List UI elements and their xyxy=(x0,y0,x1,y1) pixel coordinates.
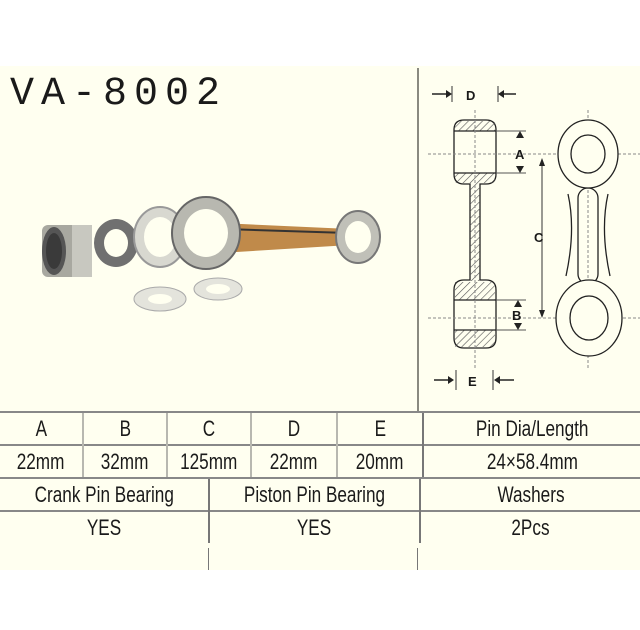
label-e: E xyxy=(468,374,477,389)
header-e: E xyxy=(336,411,423,445)
value-a: 22mm xyxy=(0,444,83,477)
header-b: B xyxy=(82,411,167,445)
part-number-title: VA-8002 xyxy=(10,72,228,117)
value-d: 22mm xyxy=(250,444,337,477)
header-d: D xyxy=(250,411,337,445)
header-piston-pin-bearing: Piston Pin Bearing xyxy=(208,477,420,511)
rod-front-profile xyxy=(555,119,623,357)
washers-image xyxy=(133,277,243,312)
value-e: 20mm xyxy=(336,444,423,477)
label-c: C xyxy=(534,230,544,245)
dimension-header-row: A B C D E Pin Dia/Length xyxy=(0,411,640,445)
spec-table: A B C D E Pin Dia/Length 22mm 32mm 125mm… xyxy=(0,411,640,477)
value-crank-pin-bearing: YES xyxy=(0,510,209,543)
column-divider-1 xyxy=(208,548,209,570)
header-c: C xyxy=(166,411,251,445)
vertical-divider xyxy=(417,68,419,412)
value-pin: 24×58.4mm xyxy=(422,444,640,477)
value-b: 32mm xyxy=(82,444,167,477)
value-c: 125mm xyxy=(166,444,251,477)
value-washers: 2Pcs xyxy=(419,510,640,543)
dimension-value-row: 22mm 32mm 125mm 22mm 20mm 24×58.4mm xyxy=(0,444,640,477)
column-divider-2 xyxy=(417,548,418,570)
header-washers: Washers xyxy=(419,477,640,511)
label-b: B xyxy=(512,308,521,323)
components-header-row: Crank Pin Bearing Piston Pin Bearing Was… xyxy=(0,477,640,511)
piston-pin-image xyxy=(42,225,92,277)
label-a: A xyxy=(515,147,525,162)
connecting-rod-image xyxy=(171,196,381,270)
value-piston-pin-bearing: YES xyxy=(208,510,420,543)
dimension-a: A xyxy=(496,130,526,174)
dimension-c: C xyxy=(534,158,545,318)
dimension-e: E xyxy=(434,370,514,390)
header-crank-pin-bearing: Crank Pin Bearing xyxy=(0,477,209,511)
dimension-diagram: D A B C xyxy=(428,86,640,390)
components-value-row: YES YES 2Pcs xyxy=(0,510,640,543)
header-a: A xyxy=(0,411,83,445)
dimension-b: B xyxy=(496,299,526,331)
connecting-rod-kit-photo xyxy=(42,196,381,312)
header-pin: Pin Dia/Length xyxy=(422,411,640,445)
dimension-d: D xyxy=(432,86,516,103)
components-table: Crank Pin Bearing Piston Pin Bearing Was… xyxy=(0,477,640,543)
small-end-bearing-image xyxy=(94,219,138,267)
label-d: D xyxy=(466,88,475,103)
